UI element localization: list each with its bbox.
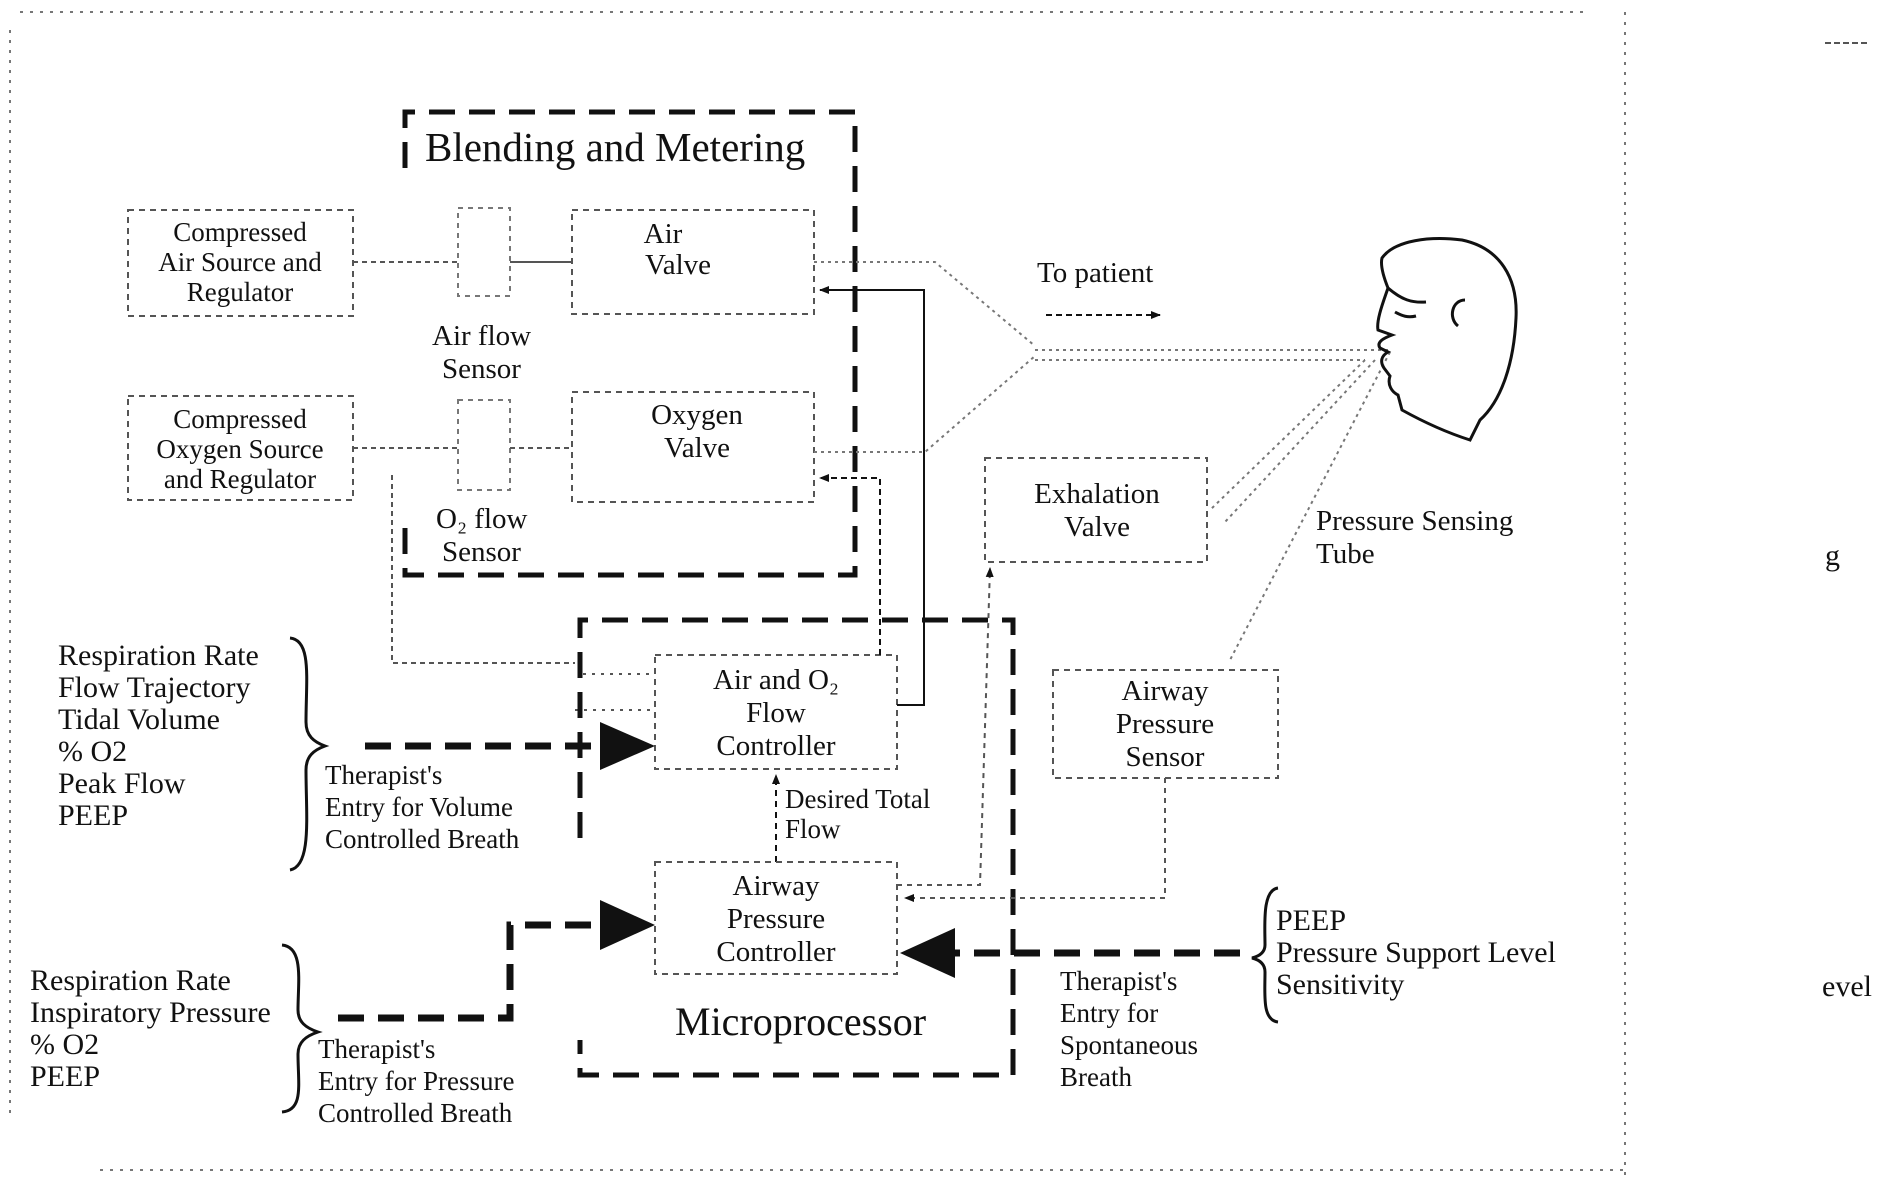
volume-entry-line-1: Therapist's — [325, 760, 442, 790]
pressure-entry-arrowhead — [600, 900, 655, 950]
volume-setting-1: Respiration Rate — [58, 639, 259, 672]
volume-setting-5: Peak Flow — [58, 767, 186, 800]
oxygen-valve-line-1: Oxygen — [651, 399, 743, 431]
to-patient-label: To patient — [1037, 257, 1153, 289]
desired-total-flow-label-1: Desired Total — [785, 784, 930, 814]
pressure-controller-line-2: Pressure — [727, 903, 825, 935]
pressure-sensing-tube-label-2: Tube — [1316, 538, 1375, 570]
pressure-setting-3: % O2 — [30, 1028, 99, 1061]
spontaneous-settings-list: PEEP Pressure Support Level Sensitivity — [1276, 904, 1556, 1001]
pressure-setting-2: Inspiratory Pressure — [30, 996, 271, 1029]
microprocessor-group: Microprocessor — [577, 617, 1016, 1078]
valve-control-lines — [819, 286, 925, 706]
pressure-sensor-line-2: Pressure — [1116, 708, 1214, 740]
pressure-settings-list: Respiration Rate Inspiratory Pressure % … — [30, 964, 271, 1093]
air-flow-sensor-label-1: Air flow — [432, 320, 531, 352]
pressure-setting-4: PEEP — [30, 1060, 100, 1093]
oxygen-source-box: Compressed Oxygen Source and Regulator — [127, 395, 354, 501]
pressure-entry-line-2: Entry for Pressure — [318, 1066, 514, 1096]
outer-frame — [9, 11, 1626, 1175]
flow-controller-box: Air and O₂ Flow Controller — [654, 654, 898, 770]
air-source-box: Compressed Air Source and Regulator — [127, 209, 354, 317]
cropped-fragment-2: evel — [1822, 970, 1872, 1003]
air-flow-sensor-box — [457, 207, 511, 297]
spontaneous-entry-line-3: Spontaneous — [1060, 1030, 1198, 1060]
oxygen-source-line-2: Oxygen Source — [156, 434, 323, 464]
spontaneous-setting-2: Pressure Support Level — [1276, 936, 1556, 969]
spontaneous-entry-line-4: Breath — [1060, 1062, 1132, 1092]
airway-pressure-controller-box: Airway Pressure Controller — [654, 861, 898, 975]
spontaneous-setting-1: PEEP — [1276, 904, 1346, 937]
volume-setting-3: Tidal Volume — [58, 703, 220, 736]
o2-flow-sensor-label-2: Sensor — [442, 536, 521, 568]
air-flow-sensor-label-2: Sensor — [442, 353, 521, 385]
blending-title: Blending and Metering — [425, 124, 805, 170]
flow-controller-line-1: Air and O₂ — [713, 664, 839, 696]
pressure-feedback-line — [904, 778, 1166, 902]
volume-setting-2: Flow Trajectory — [58, 671, 251, 704]
pressure-controller-line-3: Controller — [716, 936, 836, 968]
pressure-settings-brace — [281, 943, 323, 1114]
exhalation-valve-line-2: Valve — [1064, 511, 1130, 543]
air-source-line-1: Compressed — [173, 217, 307, 247]
air-valve-line-1: Air — [644, 218, 683, 250]
air-source-line-3: Regulator — [187, 277, 293, 307]
air-valve-box: Air Valve — [571, 209, 815, 315]
oxygen-source-line-3: and Regulator — [164, 464, 316, 494]
cropped-fragment-1: g — [1825, 539, 1840, 572]
airway-pressure-sensor-box: Airway Pressure Sensor — [1052, 669, 1279, 779]
volume-setting-4: % O2 — [58, 735, 127, 768]
volume-entry-line-3: Controlled Breath — [325, 824, 520, 854]
volume-entry-line-2: Entry for Volume — [325, 792, 513, 822]
spontaneous-settings-brace — [1251, 886, 1279, 1024]
oxygen-valve-box: Oxygen Valve — [571, 391, 815, 503]
spontaneous-entry-label: Therapist's Entry for Spontaneous Breath — [1060, 966, 1198, 1092]
pressure-controller-line-1: Airway — [733, 870, 820, 902]
desired-total-flow-label-2: Flow — [785, 814, 841, 844]
pressure-sensing-tube-label-1: Pressure Sensing — [1316, 505, 1513, 537]
air-valve-line-2: Valve — [645, 249, 711, 281]
volume-entry-arrowhead — [600, 722, 655, 770]
pressure-sensor-line-3: Sensor — [1126, 741, 1205, 773]
patient-head-illustration — [1376, 237, 1518, 442]
exhalation-control-line — [897, 567, 994, 886]
volume-entry-label: Therapist's Entry for Volume Controlled … — [325, 760, 520, 854]
air-source-line-2: Air Source and — [158, 247, 322, 277]
pressure-entry-label: Therapist's Entry for Pressure Controlle… — [318, 1034, 514, 1128]
pressure-entry-line-3: Controlled Breath — [318, 1098, 513, 1128]
spontaneous-entry-arrowhead — [900, 928, 955, 978]
pressure-sensor-line-1: Airway — [1122, 675, 1209, 707]
blending-metering-group: Blending and Metering — [402, 109, 858, 578]
o2-flow-sensor-label-1: O₂ flow — [436, 503, 528, 535]
flow-controller-line-3: Controller — [716, 730, 836, 762]
spontaneous-entry-line-1: Therapist's — [1060, 966, 1177, 996]
spontaneous-entry-line-2: Entry for — [1060, 998, 1158, 1028]
pressure-entry-line-1: Therapist's — [318, 1034, 435, 1064]
o2-flow-sensor-box — [457, 399, 511, 491]
pressure-setting-1: Respiration Rate — [30, 964, 231, 997]
flow-controller-line-2: Flow — [746, 697, 806, 729]
microprocessor-label: Microprocessor — [675, 999, 926, 1044]
oxygen-source-line-1: Compressed — [173, 404, 307, 434]
patient-tubing — [814, 261, 1391, 661]
supply-lines — [353, 261, 655, 711]
volume-settings-brace — [289, 636, 330, 872]
exhalation-valve-box: Exhalation Valve — [984, 457, 1208, 563]
oxygen-valve-line-2: Valve — [664, 432, 730, 464]
pressure-entry-arrow-line — [338, 921, 600, 1022]
spontaneous-setting-3: Sensitivity — [1276, 968, 1404, 1001]
volume-settings-list: Respiration Rate Flow Trajectory Tidal V… — [58, 639, 259, 832]
volume-setting-6: PEEP — [58, 799, 128, 832]
exhalation-valve-line-1: Exhalation — [1034, 478, 1160, 510]
